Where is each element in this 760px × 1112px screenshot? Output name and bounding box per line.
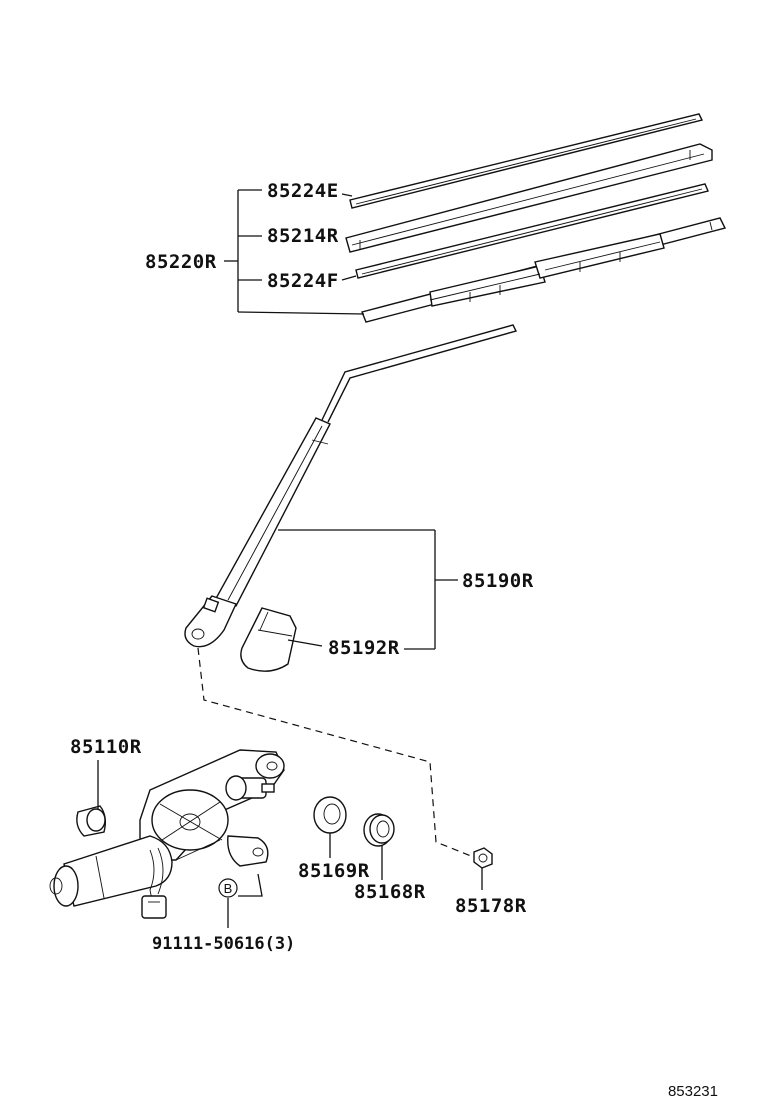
marker-b-letter: B (224, 881, 233, 896)
wiper-blade-frame[interactable] (361, 217, 727, 323)
wiper-arm[interactable] (184, 324, 518, 648)
diagram-code: 853231 (668, 1083, 718, 1100)
leader-85190r (278, 529, 458, 650)
label-85178r: 85178R (455, 895, 527, 917)
label-bolt: 91111-50616(3) (152, 934, 295, 954)
label-85110r: 85110R (70, 736, 142, 758)
label-85224f: 85224F (267, 270, 339, 292)
label-85214r: 85214R (267, 225, 339, 247)
blade-refill-85224f[interactable] (355, 183, 709, 279)
arm-head-cover[interactable] (240, 607, 297, 672)
label-85169r: 85169R (298, 860, 370, 882)
label-85190r: 85190R (462, 570, 534, 592)
blade-refill-85224e[interactable] (349, 113, 704, 209)
label-85224e: 85224E (267, 180, 339, 202)
seal-85168r[interactable] (363, 813, 395, 847)
label-85192r: 85192R (328, 637, 400, 659)
label-85220r: 85220R (145, 251, 217, 273)
wiper-motor[interactable] (49, 749, 285, 919)
label-85168r: 85168R (354, 881, 426, 903)
nut-85178r[interactable] (473, 847, 493, 869)
blade-rubber-85214r[interactable] (345, 143, 713, 253)
washer-85169r[interactable] (313, 796, 347, 834)
leader-85220r (224, 189, 365, 315)
bolt-marker-b: B (218, 873, 263, 928)
